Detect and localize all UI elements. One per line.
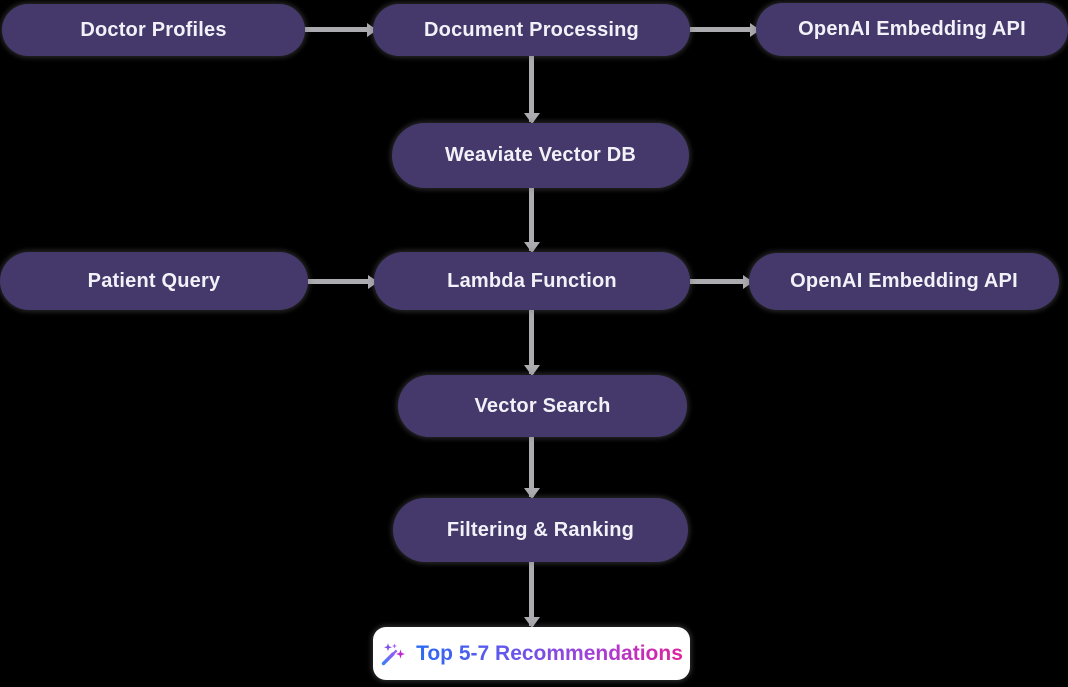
node-document-processing-label: Document Processing [424,18,639,41]
node-filtering-ranking-label: Filtering & Ranking [446,518,635,541]
node-openai-embedding-api-top: OpenAI Embedding API [756,3,1068,56]
edge-lambda-function-to-openai-embedding-api [690,279,751,284]
edge-doctor-profiles-to-document-processing [305,27,375,32]
node-recommendations-label: Top 5-7 Recommendations [416,641,683,665]
node-lambda-function-label: Lambda Function [447,269,617,292]
node-weaviate-vector-db: Weaviate Vector DB [392,123,689,188]
wand-sparkles-icon [381,642,406,665]
node-document-processing: Document Processing [373,4,690,56]
node-lambda-function: Lambda Function [374,252,690,310]
node-doctor-profiles-label: Doctor Profiles [80,18,227,41]
node-vector-search-label: Vector Search [474,394,611,417]
edge-vector-search-to-filtering-ranking [529,437,534,497]
node-patient-query: Patient Query [0,252,308,310]
edge-document-processing-to-openai-embedding-api [690,27,758,32]
edge-document-processing-to-weaviate-vector-db [529,56,534,122]
edge-filtering-ranking-to-recommendations [529,562,534,626]
node-openai-embedding-api-mid-label: OpenAI Embedding API [790,270,1018,292]
node-openai-embedding-api-mid: OpenAI Embedding API [749,253,1059,310]
node-weaviate-vector-db-label: Weaviate Vector DB [444,144,637,166]
node-vector-search: Vector Search [398,375,687,437]
node-doctor-profiles: Doctor Profiles [2,4,305,56]
node-filtering-ranking: Filtering & Ranking [393,498,688,562]
node-openai-embedding-api-top-label: OpenAI Embedding API [798,18,1026,40]
edge-patient-query-to-lambda-function [308,279,376,284]
edge-weaviate-vector-db-to-lambda-function [529,188,534,251]
node-patient-query-label: Patient Query [87,269,221,292]
node-recommendations: Top 5-7 Recommendations [373,627,690,680]
edge-lambda-function-to-vector-search [529,310,534,374]
